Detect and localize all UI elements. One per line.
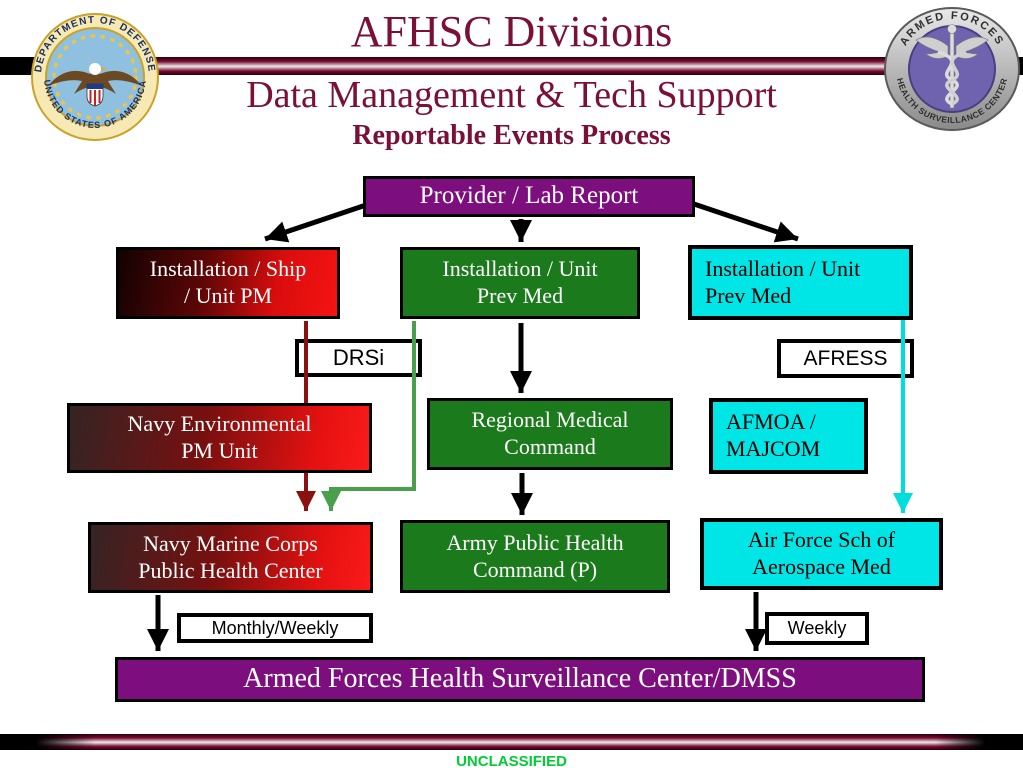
caduceus-icon — [915, 24, 989, 109]
af-school-line2: Aerospace Med — [752, 554, 891, 579]
box-regional-medical-command: Regional Medical Command — [427, 398, 673, 470]
afhsc-dmss-label: Armed Forces Health Surveillance Center/… — [243, 663, 797, 695]
installation-ship-line1: Installation / Ship — [149, 256, 307, 282]
installation-unit-army-line1: Installation / Unit — [442, 256, 598, 282]
box-installation-ship-unit-pm: Installation / Ship / Unit PM — [116, 247, 340, 319]
arrow-provider-to-af-unit — [690, 200, 799, 243]
footer-divider-bar — [0, 734, 1023, 750]
installation-unit-af-line1: Installation / Unit — [705, 255, 861, 281]
afmoa-line2: MAJCOM — [726, 436, 821, 461]
box-installation-unit-prev-med-army: Installation / Unit Prev Med — [400, 247, 640, 319]
box-army-public-health-command: Army Public Health Command (P) — [400, 520, 670, 593]
drsi-tag: DRSi — [295, 339, 422, 377]
box-provider-lab-report: Provider / Lab Report — [363, 176, 695, 217]
weekly-tag: Weekly — [765, 612, 869, 645]
box-air-force-school-aerospace-med: Air Force Sch of Aerospace Med — [700, 518, 943, 590]
army-public-health-line1: Army Public Health — [446, 529, 624, 555]
regional-medical-line1: Regional Medical — [471, 407, 629, 433]
box-navy-marine-corps-phc: Navy Marine Corps Public Health Center — [88, 522, 373, 593]
army-public-health-line2: Command (P) — [472, 556, 598, 582]
monthly-weekly-label: Monthly/Weekly — [211, 617, 339, 638]
page-title: AFHSC Divisions — [350, 7, 673, 56]
monthly-weekly-tag: Monthly/Weekly — [177, 613, 373, 643]
provider-label: Provider / Lab Report — [419, 182, 639, 210]
header-divider-bar — [0, 57, 1023, 75]
box-navy-environmental-pm-unit: Navy Environmental PM Unit — [67, 403, 372, 473]
installation-unit-army-line2: Prev Med — [476, 283, 564, 308]
arrow-provider-to-ship — [264, 200, 373, 243]
installation-ship-line2: / Unit PM — [183, 283, 273, 308]
section-title: Reportable Events Process — [352, 120, 671, 151]
installation-unit-af-line2: Prev Med — [705, 282, 792, 308]
box-afhsc-dmss: Armed Forces Health Surveillance Center/… — [115, 657, 925, 702]
navy-marine-line2: Public Health Center — [138, 557, 323, 583]
navy-environmental-line2: PM Unit — [181, 438, 258, 463]
af-school-line1: Air Force Sch of — [747, 527, 896, 553]
dod-seal-icon: DEPARTMENT OF DEFENSE UNITED STATES OF A… — [31, 13, 159, 141]
afhsc-seal-icon: ARMED FORCES HEALTH SURVEILLANCE CENTER — [884, 7, 1020, 131]
navy-environmental-line1: Navy Environmental — [127, 411, 312, 437]
regional-medical-line2: Command — [504, 434, 596, 459]
weekly-label: Weekly — [787, 618, 847, 638]
box-installation-unit-prev-med-af: Installation / Unit Prev Med — [688, 245, 913, 320]
drsi-tag-label: DRSi — [332, 345, 385, 370]
box-afmoa-majcom: AFMOA / MAJCOM — [709, 398, 868, 474]
afmoa-line1: AFMOA / — [726, 409, 816, 435]
page-subtitle: Data Management & Tech Support — [246, 74, 777, 116]
afress-tag-label: AFRESS — [803, 346, 888, 370]
navy-marine-line1: Navy Marine Corps — [143, 530, 318, 556]
classification-banner: UNCLASSIFIED — [456, 753, 567, 770]
afress-tag: AFRESS — [777, 339, 914, 378]
eagle-emblem — [48, 63, 142, 107]
